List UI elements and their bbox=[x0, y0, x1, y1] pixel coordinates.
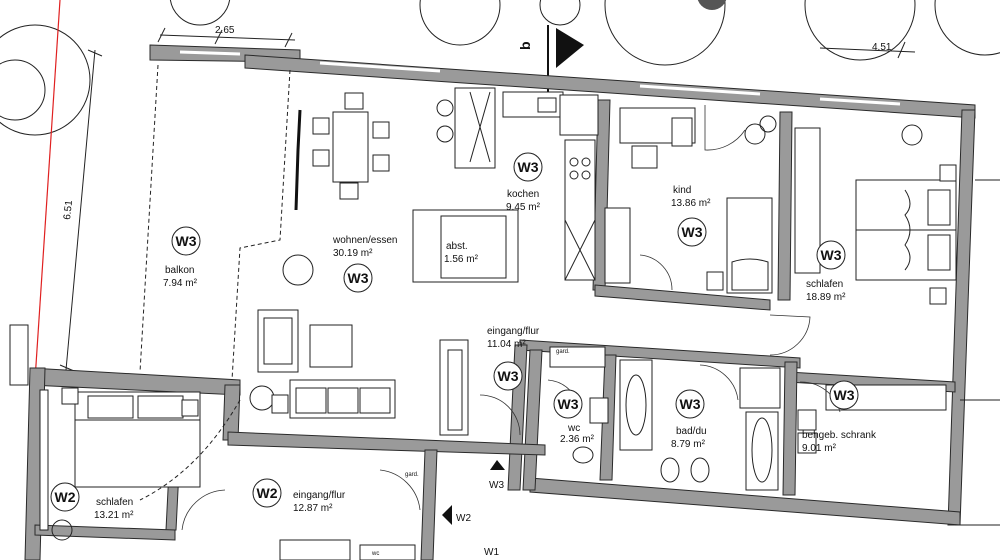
entry-label-w3: W3 bbox=[489, 480, 504, 491]
site-context bbox=[0, 0, 1000, 381]
room-name-bad: bad/du bbox=[676, 426, 707, 437]
w2-furniture bbox=[9, 324, 421, 560]
living-furniture bbox=[249, 254, 396, 419]
svg-text:W3: W3 bbox=[682, 224, 703, 240]
balcony-outline bbox=[139, 64, 302, 381]
room-area-wc: 2.36 m² bbox=[560, 434, 595, 445]
section-marker-label: b bbox=[517, 41, 533, 50]
wc-lower-label: wc bbox=[371, 551, 379, 557]
room-area-eingang-w2: 12.87 m² bbox=[293, 503, 333, 514]
room-name-abst: abst. bbox=[446, 241, 468, 252]
dimension-right-depth: 4.51 bbox=[872, 42, 892, 53]
svg-text:W3: W3 bbox=[680, 396, 701, 412]
unit-tag-eingang-w2: W2 bbox=[252, 478, 282, 508]
site-edges bbox=[955, 179, 1000, 526]
unit-tag-kind: W3 bbox=[677, 217, 707, 247]
room-name-schlafen-w2: schlafen bbox=[96, 497, 133, 508]
room-area-schlafen-w2: 13.21 m² bbox=[94, 510, 134, 521]
dining-set bbox=[312, 87, 496, 200]
room-name-schrank: behgeb. schrank bbox=[802, 430, 877, 441]
tree-circle bbox=[0, 59, 46, 121]
kind-furniture bbox=[604, 105, 777, 294]
unit-tag-wohnen: W3 bbox=[343, 263, 373, 293]
svg-text:W3: W3 bbox=[821, 247, 842, 263]
svg-text:W3: W3 bbox=[498, 368, 519, 384]
svg-text:W2: W2 bbox=[55, 489, 76, 505]
dimension-lines: 2.65 6.51 4.51 bbox=[59, 25, 916, 372]
bath-fixtures bbox=[439, 339, 781, 491]
garderobe-label: gard. bbox=[556, 349, 570, 355]
unit-tag-schlafen-w3: W3 bbox=[816, 240, 846, 270]
svg-text:W2: W2 bbox=[257, 485, 278, 501]
unit-tags: W3 W3 W3 W3 W3 W3 W3 W3 W3 W2 W2 bbox=[50, 152, 859, 512]
unit-tag-schlafen-w2: W2 bbox=[50, 482, 80, 512]
unit-tag-schrank: W3 bbox=[829, 380, 859, 410]
dimension-balcony-depth: 6.51 bbox=[62, 199, 75, 220]
room-name-schlafen-w3: schlafen bbox=[806, 279, 843, 290]
tree-circle bbox=[804, 0, 916, 61]
storage-room bbox=[412, 209, 519, 283]
unit-tag-balkon: W3 bbox=[171, 226, 201, 256]
schlafen-furniture bbox=[769, 124, 957, 356]
garderobe-label: gard. bbox=[405, 472, 419, 478]
svg-text:W3: W3 bbox=[834, 387, 855, 403]
room-area-kochen: 9.45 m² bbox=[506, 202, 541, 213]
room-name-wc: wc bbox=[567, 423, 580, 434]
room-area-wohnen: 30.19 m² bbox=[333, 248, 373, 259]
tree-circle bbox=[697, 0, 727, 10]
entry-label-w1: W1 bbox=[484, 547, 499, 558]
room-name-balkon: balkon bbox=[165, 265, 194, 276]
tree-circle bbox=[419, 0, 501, 46]
unit-tag-wc: W3 bbox=[553, 389, 583, 419]
room-area-schrank: 9.01 m² bbox=[802, 443, 837, 454]
dimension-balcony-width: 2.65 bbox=[215, 25, 235, 36]
unit-tag-bad: W3 bbox=[675, 389, 705, 419]
entry-labels: W3 W2 W1 bbox=[456, 480, 504, 558]
room-area-schlafen-w3: 18.89 m² bbox=[806, 292, 846, 303]
dining-table bbox=[332, 111, 369, 183]
room-area-bad: 8.79 m² bbox=[671, 439, 706, 450]
svg-text:W3: W3 bbox=[518, 159, 539, 175]
room-name-eingang-w2: eingang/flur bbox=[293, 490, 346, 501]
room-labels: balkon 7.94 m² wohnen/essen 30.19 m² koc… bbox=[94, 185, 877, 521]
room-name-eingang-w3: eingang/flur bbox=[487, 326, 540, 337]
property-line bbox=[34, 0, 61, 381]
unit-tag-kochen: W3 bbox=[513, 152, 543, 182]
tree-circle bbox=[169, 0, 231, 26]
entry-arrows bbox=[442, 460, 505, 525]
tree-circle bbox=[0, 24, 91, 136]
windows bbox=[179, 50, 901, 106]
svg-text:W3: W3 bbox=[558, 396, 579, 412]
entry-label-w2: W2 bbox=[456, 513, 471, 524]
room-name-kind: kind bbox=[673, 185, 691, 196]
room-name-kochen: kochen bbox=[507, 189, 539, 200]
room-area-eingang-w3: 11.04 m² bbox=[487, 339, 526, 350]
tree-circle bbox=[539, 0, 581, 26]
unit-tag-eingang-w3: W3 bbox=[493, 361, 523, 391]
svg-text:W3: W3 bbox=[176, 233, 197, 249]
tree-circle bbox=[934, 0, 1000, 56]
tree-circle bbox=[604, 0, 726, 66]
svg-text:W3: W3 bbox=[348, 270, 369, 286]
room-area-kind: 13.86 m² bbox=[671, 198, 711, 209]
room-area-abst: 1.56 m² bbox=[444, 254, 479, 265]
room-area-balkon: 7.94 m² bbox=[163, 278, 198, 289]
small-labels: gard. gard. wc bbox=[371, 349, 570, 557]
kitchen-counters bbox=[502, 91, 599, 281]
room-name-wohnen: wohnen/essen bbox=[332, 235, 398, 246]
